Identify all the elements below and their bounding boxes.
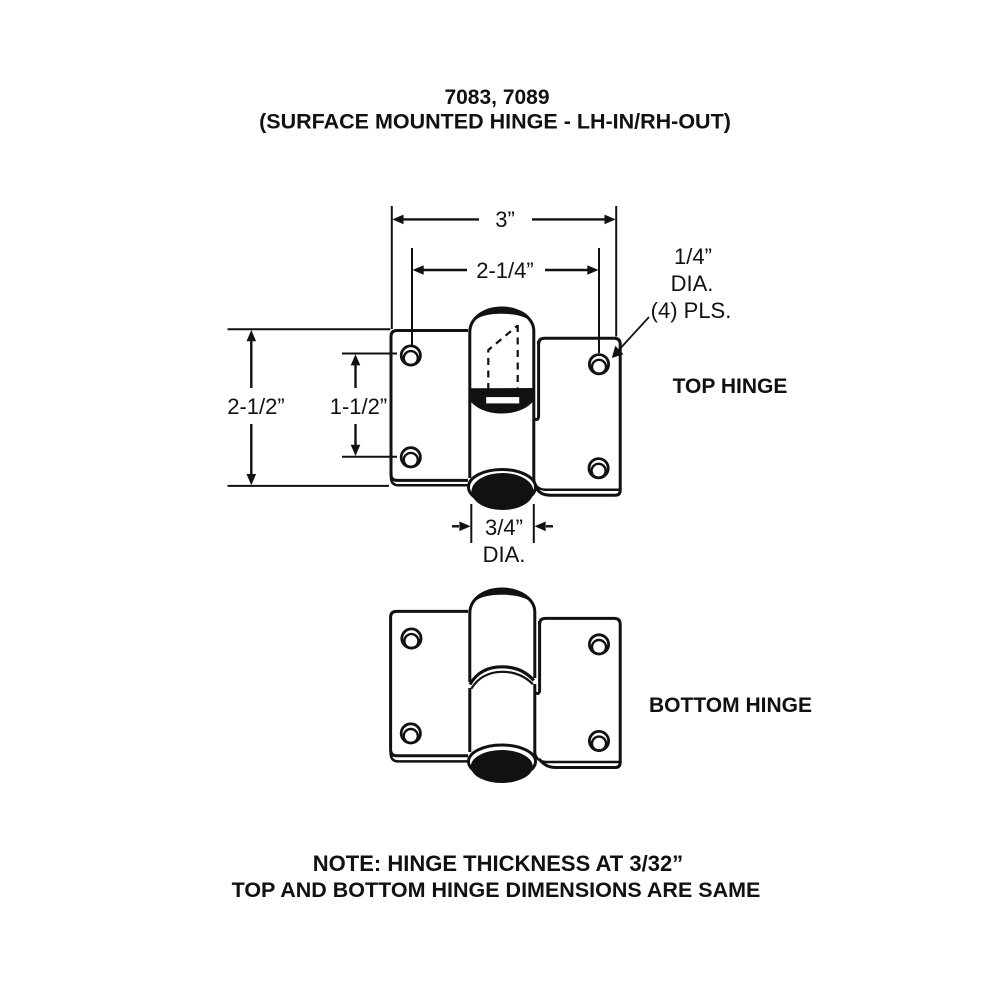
svg-text:TOP HINGE: TOP HINGE [673,375,788,398]
svg-text:2-1/4”: 2-1/4” [476,258,533,283]
svg-text:DIA.: DIA. [483,542,526,567]
svg-text:DIA.: DIA. [671,271,714,296]
svg-text:TOP AND BOTTOM HINGE DIMENSION: TOP AND BOTTOM HINGE DIMENSIONS ARE SAME [232,878,761,902]
svg-text:1/4”: 1/4” [674,244,712,269]
svg-text:BOTTOM HINGE: BOTTOM HINGE [649,694,812,717]
svg-text:3/4”: 3/4” [485,515,523,540]
svg-text:(4) PLS.: (4) PLS. [651,298,732,323]
svg-text:7083, 7089: 7083, 7089 [444,86,549,109]
svg-text:NOTE: HINGE THICKNESS AT 3/32”: NOTE: HINGE THICKNESS AT 3/32” [313,851,683,876]
svg-text:2-1/2”: 2-1/2” [227,394,284,419]
svg-text:(SURFACE MOUNTED HINGE - LH-IN: (SURFACE MOUNTED HINGE - LH-IN/RH-OUT) [259,110,731,134]
svg-text:3”: 3” [495,207,515,232]
svg-text:1-1/2”: 1-1/2” [330,394,387,419]
